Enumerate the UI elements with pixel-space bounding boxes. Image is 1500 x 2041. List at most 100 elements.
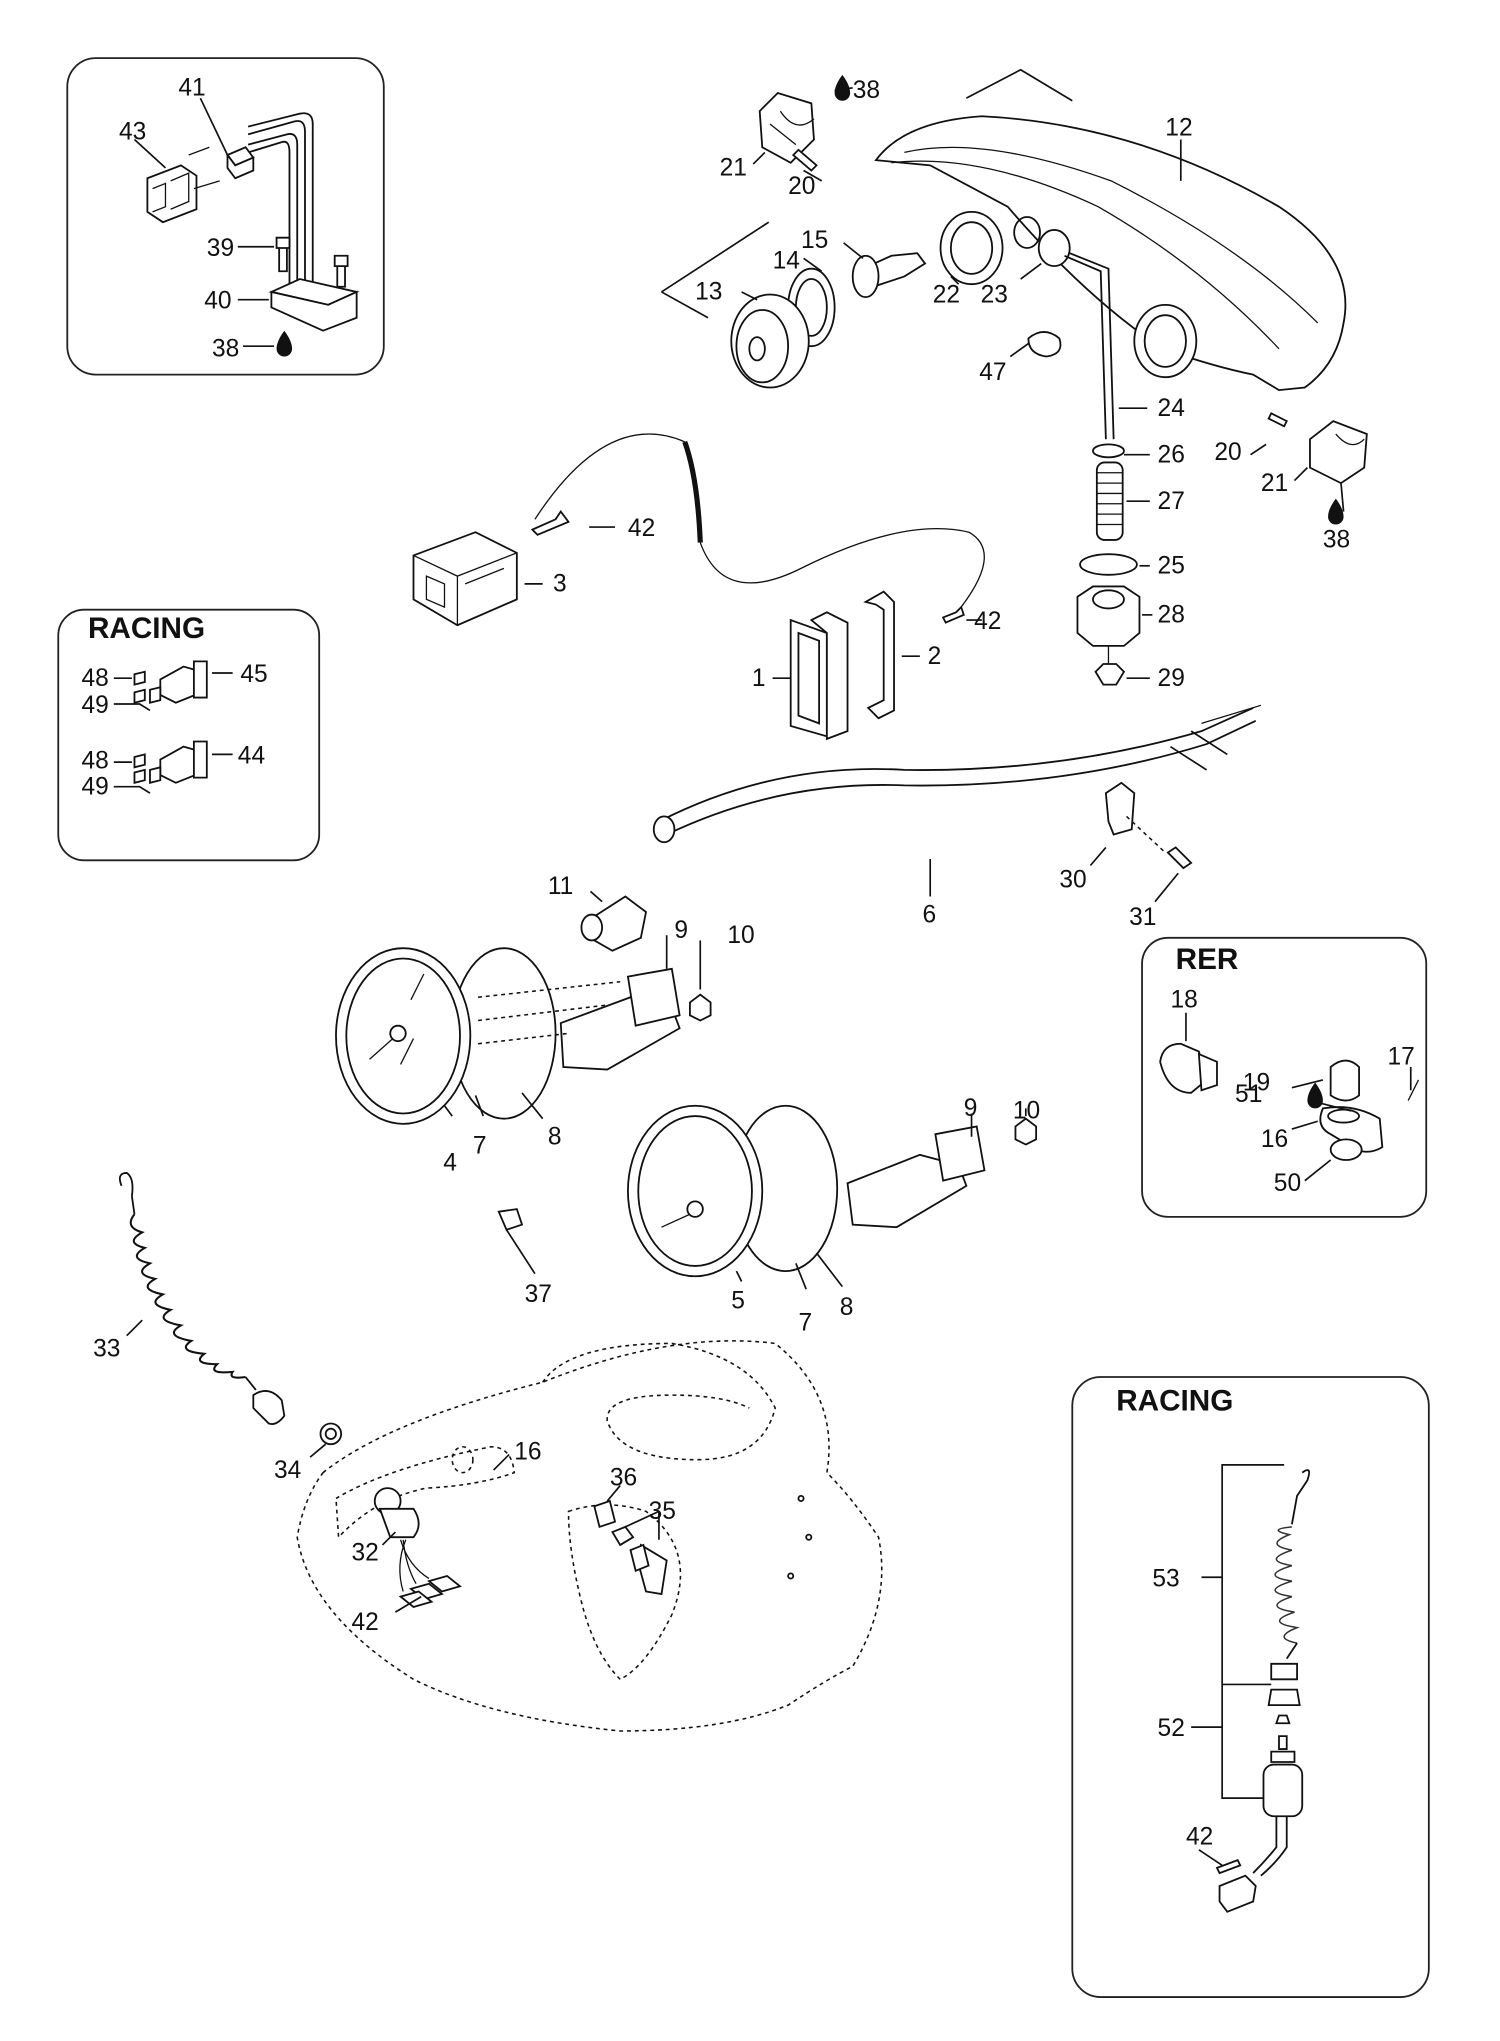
callout-8: 8 [548, 1124, 562, 1151]
callout-42: 42 [1186, 1824, 1213, 1851]
headlamp-assembly: 38 21 20 12 13 14 15 22 23 47 24 26 27 2… [661, 68, 1368, 692]
callout-32: 32 [351, 1539, 378, 1566]
kill-switch [1262, 1763, 1304, 1818]
terminal [530, 509, 570, 536]
callout-22: 22 [933, 281, 960, 308]
callout-49: 49 [82, 773, 109, 800]
callout-14: 14 [773, 248, 800, 275]
callout-39: 39 [207, 235, 234, 262]
inset-title: RACING [88, 612, 205, 645]
callout-20: 20 [1214, 439, 1241, 466]
callout-5: 5 [731, 1288, 745, 1315]
callout-15: 15 [801, 227, 828, 254]
coiled-cord [1274, 1526, 1300, 1644]
cable-nut [652, 815, 676, 844]
callout-19: 19 [1243, 1069, 1270, 1096]
indicator-bulb [497, 1208, 524, 1231]
callout-10: 10 [1013, 1098, 1040, 1125]
callout-36: 36 [610, 1465, 637, 1492]
nut [319, 1422, 343, 1446]
lanyard-cap [252, 1390, 286, 1425]
inset-frame [57, 608, 321, 862]
callout-29: 29 [1158, 665, 1185, 692]
callout-40: 40 [204, 288, 231, 315]
callout-42: 42 [351, 1609, 378, 1636]
callout-8: 8 [840, 1294, 854, 1321]
gauges-assembly: 11 6 9 10 4 7 8 9 10 5 7 8 37 30 31 [335, 704, 1262, 1337]
callout-45: 45 [240, 661, 267, 688]
callout-47: 47 [979, 359, 1006, 386]
callout-17: 17 [1387, 1043, 1414, 1070]
washer [1079, 553, 1138, 576]
callout-28: 28 [1158, 602, 1185, 629]
retaining-clip [863, 590, 895, 720]
connector [1218, 1874, 1257, 1913]
bracket-clamp [626, 967, 681, 1027]
callout-44: 44 [238, 742, 265, 769]
cap-base [1267, 1688, 1301, 1707]
callout-12: 12 [1165, 115, 1192, 142]
callout-3: 3 [553, 571, 567, 598]
callout-7: 7 [798, 1310, 812, 1337]
adjuster-grommet [1037, 229, 1071, 268]
callout-13: 13 [695, 279, 722, 306]
callout-11: 11 [548, 873, 573, 900]
screw [791, 148, 818, 172]
callout-38: 38 [212, 336, 239, 363]
callout-51: 51 [1235, 1081, 1262, 1108]
nut [611, 1525, 635, 1547]
drop-icon [1307, 1082, 1323, 1109]
callout-33: 33 [93, 1335, 120, 1362]
callout-16: 16 [1261, 1126, 1288, 1153]
clamp-ring [1329, 1138, 1363, 1161]
callout-23: 23 [981, 281, 1008, 308]
callout-49: 49 [82, 692, 109, 719]
callout-42: 42 [628, 515, 655, 542]
callout-48: 48 [82, 665, 109, 692]
callout-24: 24 [1158, 395, 1185, 422]
callout-27: 27 [1158, 488, 1185, 515]
terminal [1215, 1859, 1242, 1875]
callout-16: 16 [514, 1439, 541, 1466]
console-assembly: 33 34 16 32 42 36 35 [93, 1172, 883, 1732]
callout-53: 53 [1152, 1565, 1179, 1592]
spring [1095, 461, 1124, 541]
nut [689, 993, 712, 1022]
inset-frame [1141, 936, 1428, 1218]
bracket-clamp [934, 1125, 986, 1182]
callout-37: 37 [525, 1281, 552, 1308]
callout-34: 34 [274, 1457, 301, 1484]
mounting-bracket [758, 91, 815, 164]
lanyard-loop [118, 1172, 134, 1197]
callout-30: 30 [1059, 866, 1086, 893]
bolt [275, 236, 291, 273]
console-outline [296, 1340, 883, 1732]
washer [1092, 443, 1125, 459]
callout-1: 1 [752, 665, 766, 692]
callout-26: 26 [1158, 441, 1185, 468]
callout-6: 6 [922, 901, 936, 928]
plug-connector [146, 164, 198, 224]
callout-21: 21 [720, 155, 747, 182]
gauge-speedometer [627, 1104, 764, 1278]
gasket [1319, 1106, 1384, 1153]
gauge-bracket [846, 1153, 968, 1229]
inset-title: RER [1176, 943, 1239, 976]
callout-38: 38 [853, 77, 880, 104]
inset-regulator: 41 43 39 40 38 [66, 57, 385, 376]
callout-21: 21 [1261, 470, 1288, 497]
inset-racing-switches: RACING 48 49 45 48 49 44 [57, 608, 321, 862]
callout-50: 50 [1274, 1170, 1301, 1197]
callout-9: 9 [674, 917, 688, 944]
inset-frame [1071, 1376, 1430, 1998]
lanyard-cap [1270, 1662, 1298, 1681]
bolt [333, 254, 349, 288]
screw [1166, 846, 1193, 870]
inset-rer: RER 18 19 51 17 16 50 [1141, 936, 1428, 1218]
callout-9: 9 [964, 1095, 978, 1122]
push-switch [593, 1499, 617, 1529]
nut [1014, 1117, 1038, 1146]
switch-45 [133, 660, 208, 704]
drop-icon [1328, 498, 1344, 525]
nut [1094, 663, 1126, 686]
